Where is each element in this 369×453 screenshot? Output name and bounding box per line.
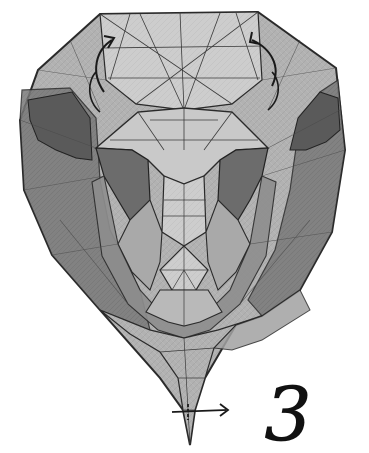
handwritten-step-number: 3 bbox=[264, 372, 311, 453]
